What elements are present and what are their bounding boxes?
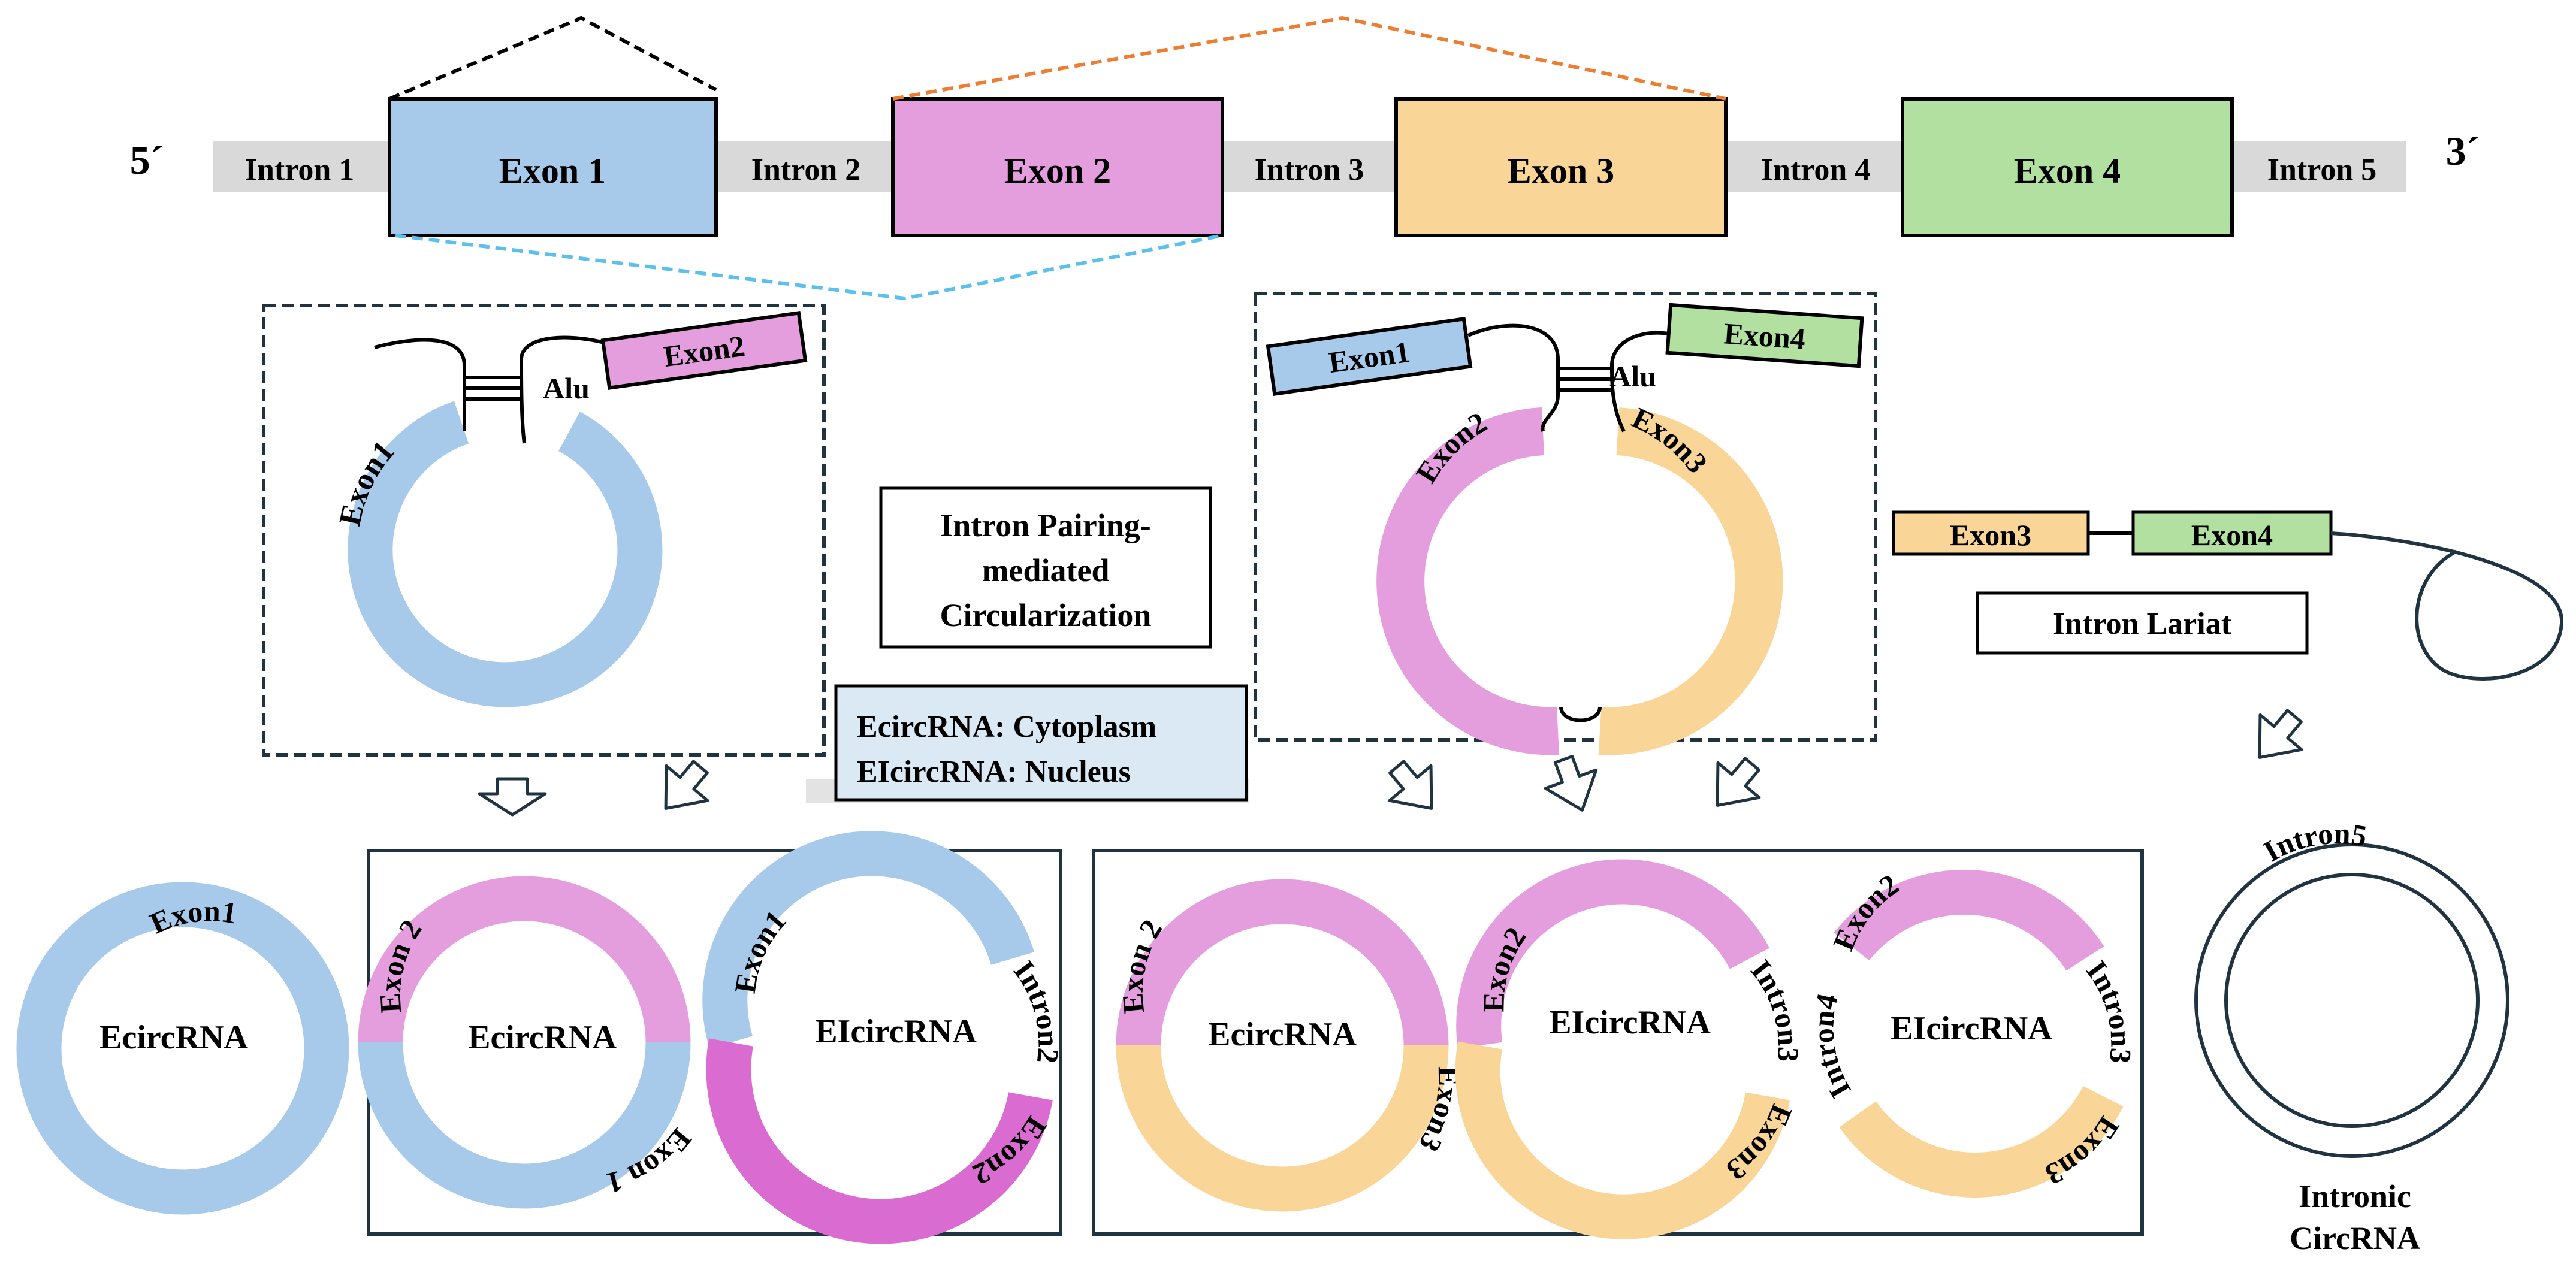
lariat-exon4-label: Exon4 (2191, 518, 2273, 552)
splice-line-orange (892, 16, 1726, 101)
c6-center-label: EIcircRNA (1891, 1010, 2052, 1047)
c3-intron-label: Intron2 (1007, 954, 1065, 1065)
exon-3-label: Exon 3 (1508, 151, 1614, 190)
c7-arc-label: Intron5 (2258, 817, 2369, 869)
circrna-4: Exon 2 Exon3 EcircRNA (1116, 879, 1466, 1212)
exon-2-label: Exon 2 (1004, 151, 1111, 190)
c7-caption-line-2: CircRNA (2290, 1220, 2420, 1256)
localization-note: EcircRNA: Cytoplasm EIcircRNA: Nucleus (806, 684, 1249, 803)
arrow-diagonal-icon (664, 760, 709, 810)
intron-4-label: Intron 4 (1761, 153, 1871, 187)
localization-line-2: EIcircRNA: Nucleus (857, 755, 1131, 789)
left-pairing-frame (262, 304, 826, 757)
right-exon1-box (1266, 317, 1473, 396)
exon-2-block (891, 97, 1224, 237)
left-exon2-box (600, 311, 808, 390)
arrow-down-icon (478, 777, 547, 817)
splice-line-black (388, 16, 717, 101)
circrna-2: Exon 2 Exon 1 EcircRNA (358, 876, 699, 1209)
gene-structure: 5´ 3´ Intron 1 Intron 2 Intron 3 Intron … (130, 16, 2480, 301)
right-loop-bottom (1559, 706, 1602, 722)
circrna-3: Exon1 Intron2 Exon2 EIcircRNA (702, 831, 1065, 1244)
intron-1-label: Intron 1 (245, 153, 355, 187)
intron-5-label: Intron 5 (2267, 153, 2377, 187)
c5-intron-label: Intron3 (1745, 954, 1806, 1063)
left-intron-strand-b (519, 335, 612, 444)
lariat-loop (2330, 531, 2564, 681)
circrna-6: Exon2 Intron4 Intron3 Exon3 EIcircRNA (1806, 867, 2138, 1198)
mechanism-line-1: Intron Pairing- (940, 507, 1151, 543)
c6-intron-right-label: Intron3 (2080, 954, 2138, 1065)
right-pairing-frame (1254, 292, 1877, 742)
lariat-label-box (1976, 591, 2309, 655)
right-alu-label: Alu (1609, 359, 1656, 393)
arrow-diagonal-icon (2258, 709, 2303, 759)
c1-center-label: EcircRNA (99, 1019, 248, 1056)
left-alu-label: Alu (543, 371, 590, 405)
right-pairing-panel: Alu Exon1 Exon4 Exon2 Exon3 (1254, 292, 1877, 755)
left-pairing-panel: Alu Exon2 Exon1 (262, 304, 826, 757)
right-exon4-label: Exon4 (1723, 316, 1807, 355)
right-exon3-arc (1598, 407, 1783, 755)
arrows (478, 709, 2303, 817)
lariat-panel: Exon3 Exon4 Intron Lariat (1892, 510, 2564, 681)
left-intron-strand-a (374, 338, 466, 431)
exon-4-block (1901, 97, 2234, 237)
arrow-diagonal-icon (1388, 760, 1433, 810)
lariat-exon3-box (1892, 510, 2090, 556)
exon-4-label: Exon 4 (2014, 151, 2121, 190)
lariat-exon3-label: Exon3 (1950, 518, 2031, 552)
three-prime-label: 3´ (2446, 128, 2480, 174)
mechanism-line-3: Circularization (940, 597, 1152, 633)
splice-line-cyan (395, 234, 1223, 301)
c3-center-label: EIcircRNA (815, 1013, 977, 1050)
intron-3-label: Intron 3 (1255, 153, 1364, 187)
lariat-exon4-box (2131, 510, 2333, 556)
lariat-label: Intron Lariat (2053, 607, 2232, 641)
exon-1-label: Exon 1 (499, 151, 606, 190)
c2-center-label: EcircRNA (468, 1019, 617, 1056)
right-exon2-arc (1376, 407, 1559, 755)
five-prime-label: 5´ (130, 137, 164, 183)
left-exon1-ring (348, 401, 663, 707)
localization-line-1: EcircRNA: Cytoplasm (857, 710, 1156, 744)
circrna-7: Intron5 Intronic CircRNA (2194, 817, 2509, 1256)
intron-2-label: Intron 2 (751, 153, 861, 187)
circrna-1: Exon1 EcircRNA (16, 882, 349, 1215)
circrna-5: Exon2 Intron3 Exon3 EIcircRNA (1455, 859, 1806, 1239)
mechanism-line-2: mediated (982, 552, 1110, 588)
c5-center-label: EIcircRNA (1549, 1004, 1711, 1041)
arrow-diagonal-icon (1716, 757, 1761, 807)
right-intron-strand-a (1467, 323, 1560, 432)
right-exon4-box (1665, 303, 1864, 368)
exon-3-block (1394, 97, 1728, 237)
c4-center-label: EcircRNA (1208, 1016, 1357, 1053)
exon-1-block (388, 97, 718, 237)
mechanism-label-box: Intron Pairing- mediated Circularization (879, 486, 1212, 649)
c7-caption-line-1: Intronic (2299, 1178, 2411, 1214)
c6-intron-left-label: Intron4 (1806, 991, 1857, 1104)
right-intron-strand-b (1609, 331, 1678, 433)
arrow-down-icon (1544, 755, 1598, 812)
